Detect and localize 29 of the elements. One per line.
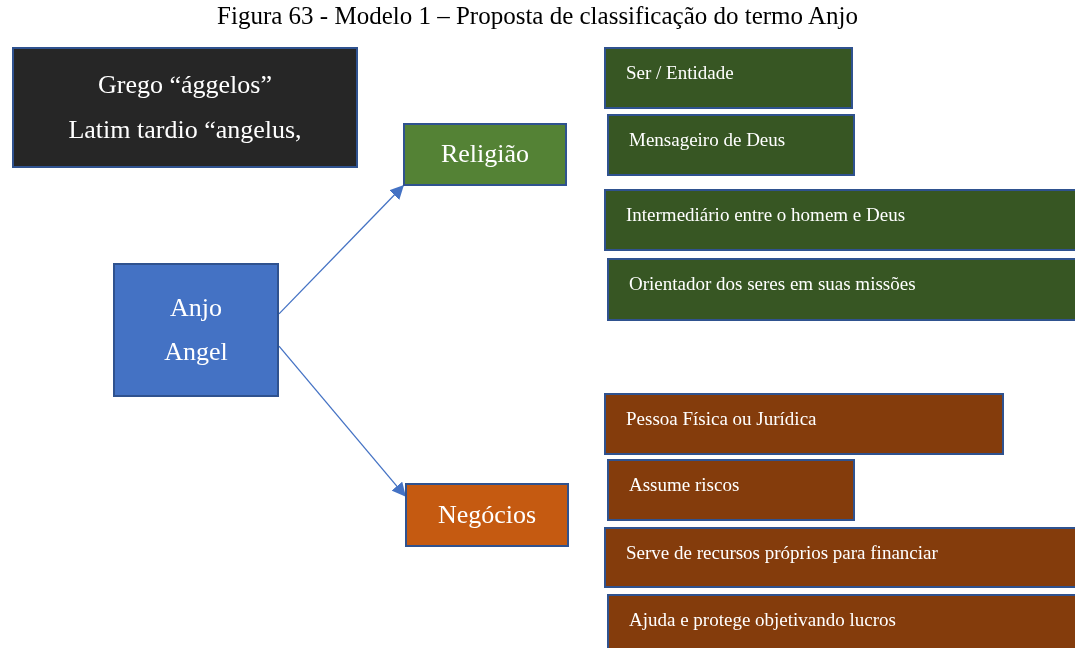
box-text: Pessoa Física ou Jurídica (626, 408, 817, 430)
concept-box (403, 123, 567, 186)
box-text: Grego “ággelos” (98, 69, 272, 102)
attribute-box (607, 114, 855, 176)
box-text: Assume riscos (629, 474, 740, 496)
attribute-box (604, 393, 1004, 455)
box-text: Intermediário entre o homem e Deus (626, 204, 906, 226)
attribute-box (604, 527, 1075, 588)
box-text: Angel (164, 336, 228, 368)
box-text: Religião (440, 138, 530, 171)
attribute-box (604, 189, 1075, 251)
attribute-box (607, 594, 1075, 648)
box-text: Ser / Entidade (626, 62, 734, 84)
attribute-box (604, 47, 853, 109)
box-text: Ajuda e protege objetivando lucros (629, 609, 896, 631)
concept-box (113, 263, 279, 397)
box-text: Negócios (437, 498, 537, 531)
concept-box (405, 483, 569, 547)
box-text: Mensageiro de Deus (629, 129, 786, 151)
box-text: Latim tardio “angelus, (68, 113, 302, 146)
arrow (278, 185, 404, 315)
box-text: Orientador dos seres em suas missões (629, 273, 916, 295)
arrow (278, 345, 406, 497)
box-text: Serve de recursos próprios para financiar (626, 542, 938, 564)
attribute-box (607, 258, 1075, 321)
figure-title: Figura 63 - Modelo 1 – Proposta de classificação do termo Anjo (216, 2, 859, 30)
box-text: Anjo (170, 291, 222, 324)
attribute-box (607, 459, 855, 521)
concept-box (12, 47, 358, 168)
